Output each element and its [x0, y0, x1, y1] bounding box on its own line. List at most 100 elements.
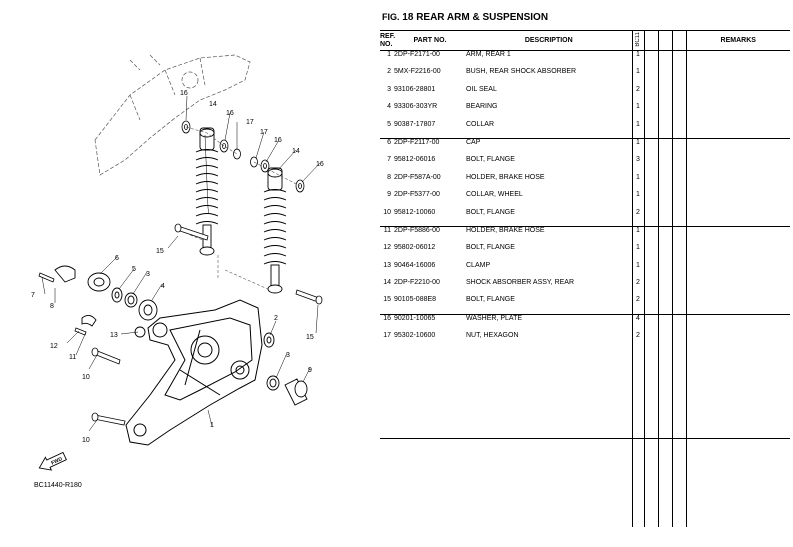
- blank-cell: [672, 296, 687, 315]
- quantity: 1: [631, 244, 645, 262]
- description: ARM, REAR 1: [466, 50, 632, 69]
- ref-no: 17: [383, 332, 391, 340]
- figure-title: FIG. 18 REAR ARM & SUSPENSION: [382, 12, 548, 23]
- description-header: DESCRIPTION: [466, 30, 632, 51]
- ref-no: 6: [380, 137, 394, 157]
- part-no: 95812-06016: [394, 156, 436, 164]
- model-header: BC11: [631, 30, 645, 51]
- part-no-header: PART NO.: [394, 30, 466, 51]
- blank-cell: [631, 349, 645, 439]
- blank-cell: [658, 156, 673, 174]
- blank-cell: [658, 68, 673, 86]
- blank-cell: [644, 296, 659, 315]
- callout-6: 6: [115, 255, 119, 262]
- quantity: 3: [631, 156, 645, 174]
- blank-cell: [658, 50, 673, 69]
- callout-10: 10: [82, 437, 90, 444]
- blank-cell: [672, 103, 687, 121]
- bolts: [38, 223, 323, 426]
- blank-cell: [644, 225, 659, 245]
- ref-no: 14: [383, 279, 391, 287]
- description: COLLAR: [466, 120, 495, 128]
- blank-cell: [394, 350, 466, 439]
- ref-no: 7: [387, 156, 391, 164]
- exploded-parts-diagram: 1 2 3 3 4 5 6 7 8 9 10 10 11 12 13 14 14…: [31, 54, 324, 489]
- part-no: 90387-17807: [394, 120, 436, 128]
- blank-cell: [658, 261, 673, 280]
- blank-cell: [658, 191, 673, 209]
- quantity: 2: [631, 85, 645, 104]
- blank-cell: [658, 103, 673, 121]
- blank-cell: [658, 349, 673, 439]
- remarks: [686, 296, 790, 314]
- blank-cell: [644, 137, 659, 157]
- blank-cell: [686, 350, 790, 439]
- part-no: 2DP-F2210-00: [394, 279, 440, 287]
- callout-17: 17: [246, 119, 254, 126]
- blank-cell: [672, 244, 687, 262]
- part-no: 2DP-F2171-00: [394, 50, 466, 69]
- remarks: [686, 174, 790, 191]
- remarks: [686, 156, 790, 173]
- blank-cell: [644, 68, 659, 86]
- remarks: [686, 244, 790, 261]
- empty-row: [380, 349, 790, 439]
- blank-cell: [644, 50, 659, 69]
- blank-cell: [644, 208, 659, 227]
- description: WASHER, PLATE: [466, 313, 632, 333]
- quantity: 1: [631, 103, 645, 121]
- remarks: [686, 68, 790, 85]
- part-no: 95802-06012: [394, 244, 436, 252]
- blank-cell: [644, 279, 659, 297]
- description: HOLDER, BRAKE HOSE: [466, 225, 632, 245]
- blank-cell: [672, 261, 687, 280]
- quantity: 4: [631, 313, 645, 333]
- blank-cell: [658, 173, 673, 192]
- blank-cell: [658, 137, 673, 157]
- blank-cell: [658, 279, 673, 297]
- ref-no: 2: [387, 68, 391, 76]
- callout-7: 7: [31, 292, 35, 299]
- quantity: 1: [631, 261, 645, 280]
- part-no: 5MX-F2216-00: [394, 68, 441, 76]
- part-no: 90464-16006: [394, 261, 436, 269]
- part-no: 2DP-F5886-00: [394, 225, 466, 245]
- blank-cell: [644, 103, 659, 121]
- description: SHOCK ABSORBER ASSY, REAR: [466, 279, 575, 287]
- callout-17: 17: [260, 129, 268, 136]
- blank-cell: [672, 120, 687, 139]
- bushings-bearings: [54, 265, 308, 406]
- remarks: [686, 313, 790, 333]
- remarks: [686, 262, 790, 279]
- quantity: 1: [631, 173, 645, 192]
- remarks: [686, 209, 790, 227]
- callout-16: 16: [180, 90, 188, 97]
- blank-cell: [380, 350, 394, 439]
- part-no: 2DP-F587A-00: [394, 173, 441, 181]
- ref-no: 12: [383, 244, 391, 252]
- blank-cell: [466, 437, 632, 527]
- quantity: 1: [631, 68, 645, 86]
- callout-13: 13: [110, 332, 118, 339]
- part-no: 2DP-F2117-00: [394, 137, 466, 157]
- description: BUSH, REAR SHOCK ABSORBER: [466, 68, 577, 76]
- blank-cell: [658, 313, 673, 333]
- ref-no: 9: [387, 191, 391, 199]
- description: BOLT, FLANGE: [466, 244, 515, 252]
- blank-cell: [658, 437, 673, 527]
- callout-14: 14: [209, 101, 217, 108]
- fwd-arrow-icon: FWD: [38, 451, 67, 471]
- blank-cell: [394, 437, 466, 527]
- callout-10: 10: [82, 374, 90, 381]
